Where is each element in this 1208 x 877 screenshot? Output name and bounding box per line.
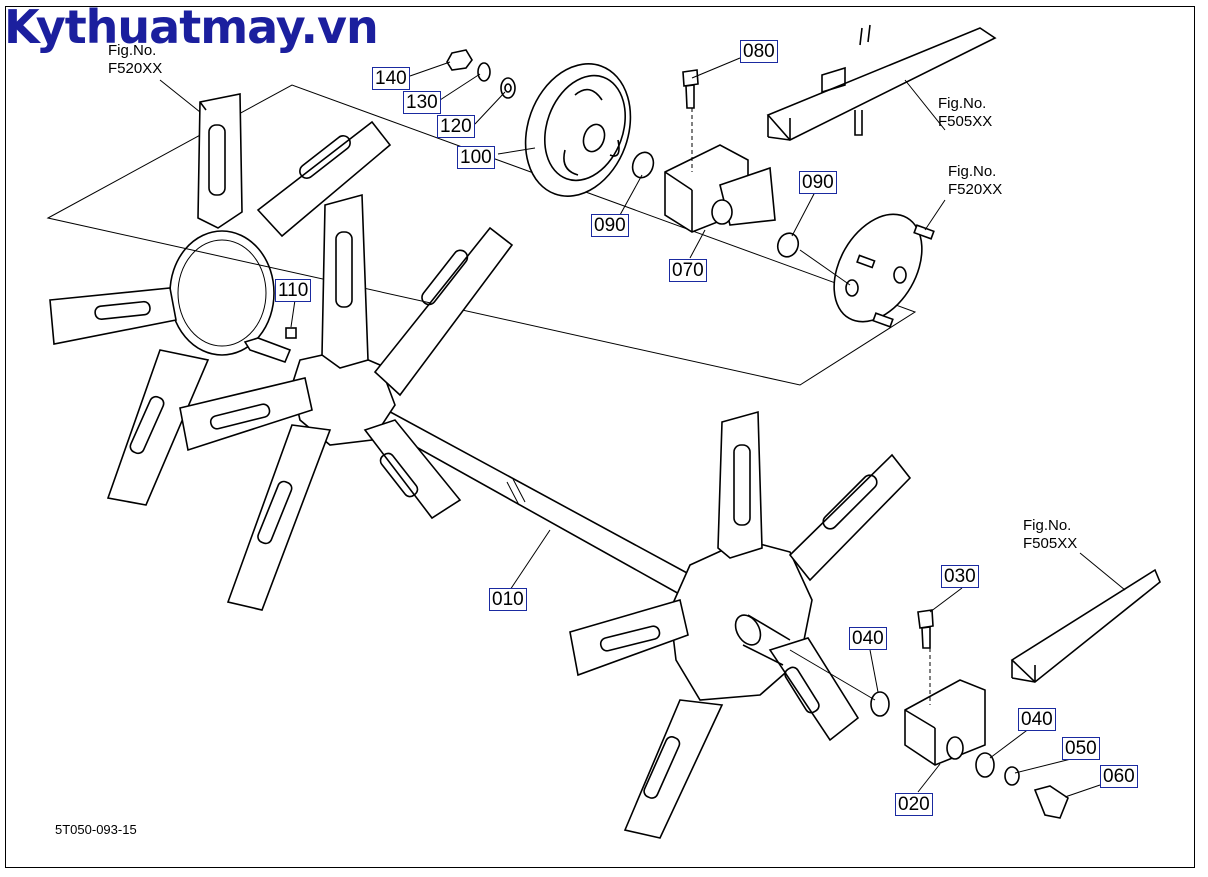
callout-part-010[interactable]: 010 bbox=[489, 588, 527, 611]
key-110 bbox=[243, 327, 297, 363]
figure-ref-code: F505XX bbox=[1023, 535, 1078, 552]
figure-ref-title: Fig.No. bbox=[108, 42, 157, 59]
callout-part-070[interactable]: 070 bbox=[669, 259, 707, 282]
frame-tube-top bbox=[766, 24, 997, 141]
left-star-wheel bbox=[49, 93, 392, 506]
callout-part-080[interactable]: 080 bbox=[740, 40, 778, 63]
callout-part-020[interactable]: 020 bbox=[895, 793, 933, 816]
drawing-frame bbox=[5, 6, 1195, 868]
callout-part-110[interactable]: 110 bbox=[275, 279, 312, 302]
figure-ref-title: Fig.No. bbox=[938, 95, 987, 112]
bracket-020 bbox=[870, 609, 1069, 819]
leader-lines bbox=[159, 57, 1126, 798]
figure-ref-title: Fig.No. bbox=[948, 163, 997, 180]
callout-part-120[interactable]: 120 bbox=[437, 115, 475, 138]
figure-ref-f520-top-left: Fig.No. F520XX bbox=[108, 42, 162, 78]
callout-part-090-right[interactable]: 090 bbox=[799, 171, 837, 194]
frame-tube-bottom bbox=[1010, 568, 1161, 684]
figure-ref-f505-top-right: Fig.No. F505XX bbox=[938, 95, 992, 131]
figure-ref-f505-bottom-right: Fig.No. F505XX bbox=[1023, 517, 1077, 553]
pulley-100 bbox=[524, 63, 632, 197]
right-star-wheel bbox=[569, 410, 912, 839]
hardware-top bbox=[446, 49, 800, 258]
callout-part-050[interactable]: 050 bbox=[1062, 737, 1100, 760]
figure-ref-code: F520XX bbox=[948, 181, 1003, 198]
callout-part-090-left[interactable]: 090 bbox=[591, 214, 629, 237]
middle-star-wheel bbox=[179, 193, 514, 611]
figure-ref-f520-right: Fig.No. F520XX bbox=[948, 163, 1002, 199]
figure-ref-code: F505XX bbox=[938, 113, 993, 130]
callout-part-100[interactable]: 100 bbox=[457, 146, 495, 169]
figure-ref-code: F520XX bbox=[108, 60, 163, 77]
callout-part-130[interactable]: 130 bbox=[403, 91, 441, 114]
figure-ref-title: Fig.No. bbox=[1023, 517, 1072, 534]
callout-part-040-left[interactable]: 040 bbox=[849, 627, 887, 650]
callout-part-040-right[interactable]: 040 bbox=[1018, 708, 1056, 731]
callout-part-140[interactable]: 140 bbox=[372, 67, 410, 90]
side-plate bbox=[833, 213, 935, 328]
brand-logo-text: Kythuatmay.vn bbox=[4, 0, 379, 54]
drawing-number: 5T050-093-15 bbox=[55, 822, 137, 837]
callout-part-060[interactable]: 060 bbox=[1100, 765, 1138, 788]
callout-part-030[interactable]: 030 bbox=[941, 565, 979, 588]
guide-lines bbox=[691, 108, 931, 705]
